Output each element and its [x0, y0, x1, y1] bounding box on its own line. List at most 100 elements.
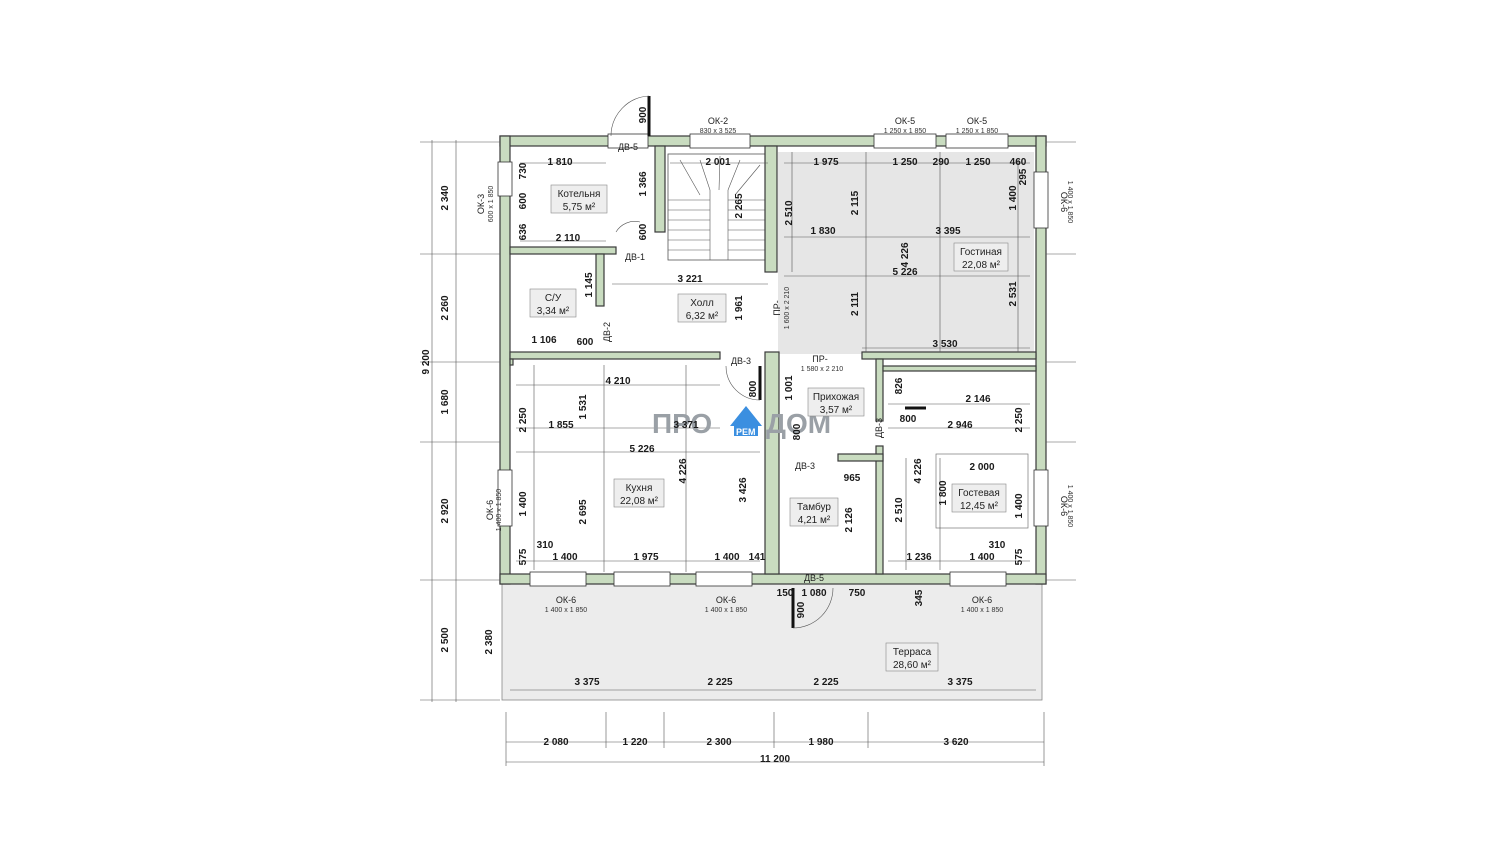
- label-dims-h-d5226b: 5 226: [629, 444, 654, 455]
- dimension-lines: [420, 140, 1076, 766]
- label-dims-h-d800a: 800: [900, 414, 917, 425]
- label-dims-h-d1810: 1 810: [547, 157, 572, 168]
- label-dims-h-d1855: 1 855: [548, 420, 573, 431]
- room-entry: Прихожая 3,57 м²: [807, 387, 865, 417]
- label-openings-ok6-right-top-size: 1 400 x 1 850: [1066, 181, 1073, 224]
- label-rooms-living-name: Гостиная: [960, 247, 1002, 258]
- label-openings-ok6-b3-size: 1 400 x 1 850: [961, 607, 1004, 614]
- room-labels: Котельня 5,75 м² С/У 3,34 м² Холл 6,32 м…: [529, 184, 1009, 672]
- label-rooms-boiler-name: Котельня: [558, 189, 601, 200]
- label-dims-v-l2920: 2 920: [440, 498, 451, 523]
- label-rooms-kitchen-area: 22,08 м²: [620, 496, 659, 507]
- room-living: Гостиная 22,08 м²: [953, 242, 1009, 272]
- label-openings-pr1-size: 1 600 x 2 210: [784, 287, 791, 330]
- label-dims-h-d3375b: 3 375: [947, 677, 972, 688]
- label-dims-h-d1080: 1 080: [801, 588, 826, 599]
- label-openings-ok5b-name: ОК-5: [967, 116, 987, 126]
- label-openings-pr2-size: 1 580 x 2 210: [801, 366, 844, 373]
- label-dims-v-l2380: 2 380: [484, 629, 495, 654]
- label-dims-v-v4226a: 4 226: [900, 242, 911, 267]
- label-dims-v-v1145: 1 145: [584, 272, 595, 297]
- walls: [497, 95, 1049, 629]
- staircase: [667, 153, 769, 261]
- label-dims-v-v1961: 1 961: [734, 295, 745, 320]
- label-dims-h-d2225a: 2 225: [707, 677, 732, 688]
- label-rooms-entry-name: Прихожая: [813, 392, 859, 403]
- label-dims-v-v2510a: 2 510: [784, 200, 795, 225]
- label-dims-v-v2510b: 2 510: [894, 497, 905, 522]
- label-dims-v-v1400c: 1 400: [1014, 493, 1025, 518]
- label-dims-v-v1800: 1 800: [938, 480, 949, 505]
- label-dims-v-v900a: 900: [638, 106, 649, 123]
- label-dims-h-d3371: 3 371: [673, 420, 698, 431]
- label-dims-h-d5226a: 5 226: [892, 267, 917, 278]
- label-dims-h-b2080: 2 080: [543, 737, 568, 748]
- label-dims-h-d2146: 2 146: [965, 394, 990, 405]
- house-icon: [730, 406, 762, 426]
- label-dims-h-d3395: 3 395: [935, 226, 960, 237]
- vertical-dimensions: 2 340 2 260 1 680 2 920 2 500 9 200 2 38…: [421, 106, 1029, 654]
- label-dims-v-v1531: 1 531: [578, 394, 589, 419]
- label-openings-ok6-b3-name: ОК-6: [972, 595, 992, 605]
- label-dims-h-d150: 150: [777, 588, 794, 599]
- label-dims-v-v2126: 2 126: [844, 507, 855, 532]
- label-rooms-guest-name: Гостевая: [958, 488, 1000, 499]
- label-dims-v-v1001: 1 001: [784, 375, 795, 400]
- label-dims-v-l9200: 9 200: [421, 349, 432, 374]
- label-rooms-living-area: 22,08 м²: [962, 260, 1001, 271]
- label-dims-h-d1400c: 1 400: [969, 552, 994, 563]
- label-dims-v-v600b: 600: [638, 223, 649, 240]
- label-openings-ok6-b2-name: ОК-6: [716, 595, 736, 605]
- label-openings-ok6-b1-name: ОК-6: [556, 595, 576, 605]
- label-openings-ok3-name: ОК-3: [476, 194, 486, 214]
- label-rooms-vestibule-name: Тамбур: [797, 501, 831, 513]
- label-dims-v-v3426: 3 426: [738, 477, 749, 502]
- label-dims-h-d460: 460: [1010, 157, 1027, 168]
- room-terrace: Терраса 28,60 м²: [885, 642, 939, 672]
- label-openings-ok5b-size: 1 250 x 1 850: [956, 128, 999, 135]
- label-openings-ok6-right-top-name: ОК-6: [1059, 192, 1069, 212]
- label-openings-pr1-name: ПР-: [772, 300, 782, 315]
- label-rooms-hall-area: 6,32 м²: [686, 311, 719, 322]
- label-dims-h-d3530: 3 530: [932, 339, 957, 350]
- label-openings-dv1: ДВ-1: [625, 252, 645, 262]
- label-rooms-vestibule-area: 4,21 м²: [798, 515, 831, 526]
- label-dims-v-v575b: 575: [1014, 548, 1025, 565]
- label-dims-h-d1830: 1 830: [810, 226, 835, 237]
- label-rooms-guest-area: 12,45 м²: [960, 501, 999, 512]
- label-openings-dv5-top: ДВ-5: [618, 142, 638, 152]
- label-dims-h-d1250a: 1 250: [892, 157, 917, 168]
- label-dims-h-b3620: 3 620: [943, 737, 968, 748]
- label-dims-v-v2250b: 2 250: [1014, 407, 1025, 432]
- logo-watermark: ПРО РЕМ ДОМ: [652, 406, 831, 439]
- label-rooms-terrace-area: 28,60 м²: [893, 660, 932, 671]
- label-openings-ok5a-size: 1 250 x 1 850: [884, 128, 927, 135]
- label-openings-dv3-vest: ДВ-3: [795, 461, 815, 471]
- label-dims-h-d1400b: 1 400: [714, 552, 739, 563]
- label-openings-ok6-left-name: ОК-6: [485, 500, 495, 520]
- label-dims-h-d3221: 3 221: [677, 274, 702, 285]
- label-rooms-bath-area: 3,34 м²: [537, 306, 570, 317]
- label-dims-h-d1106: 1 106: [531, 335, 556, 346]
- room-kitchen: Кухня 22,08 м²: [613, 478, 665, 508]
- label-openings-ok3-size: 600 x 1 850: [488, 186, 495, 223]
- label-dims-h-d1236: 1 236: [906, 552, 931, 563]
- label-openings-ok6-b1-size: 1 400 x 1 850: [545, 607, 588, 614]
- label-dims-v-v1400b: 1 400: [518, 491, 529, 516]
- label-dims-v-v2111: 2 111: [850, 292, 861, 316]
- label-dims-v-l1680: 1 680: [440, 389, 451, 414]
- label-dims-v-v800b: 800: [792, 423, 803, 440]
- label-dims-h-d2001: 2 001: [705, 157, 730, 168]
- room-vestibule: Тамбур 4,21 м²: [789, 497, 839, 527]
- label-openings-dv3-hall: ДВ-3: [731, 356, 751, 366]
- label-dims-h-d2110: 2 110: [556, 233, 581, 244]
- label-dims-v-v2695: 2 695: [578, 499, 589, 524]
- label-dims-v-v800a: 800: [748, 380, 759, 397]
- label-dims-h-d310a: 310: [537, 540, 554, 551]
- label-dims-h-d1975b: 1 975: [633, 552, 658, 563]
- label-dims-v-v730: 730: [518, 162, 529, 179]
- room-bath: С/У 3,34 м²: [529, 288, 577, 318]
- label-logo-left: ПРО: [652, 408, 712, 439]
- label-dims-h-b11200: 11 200: [760, 754, 790, 765]
